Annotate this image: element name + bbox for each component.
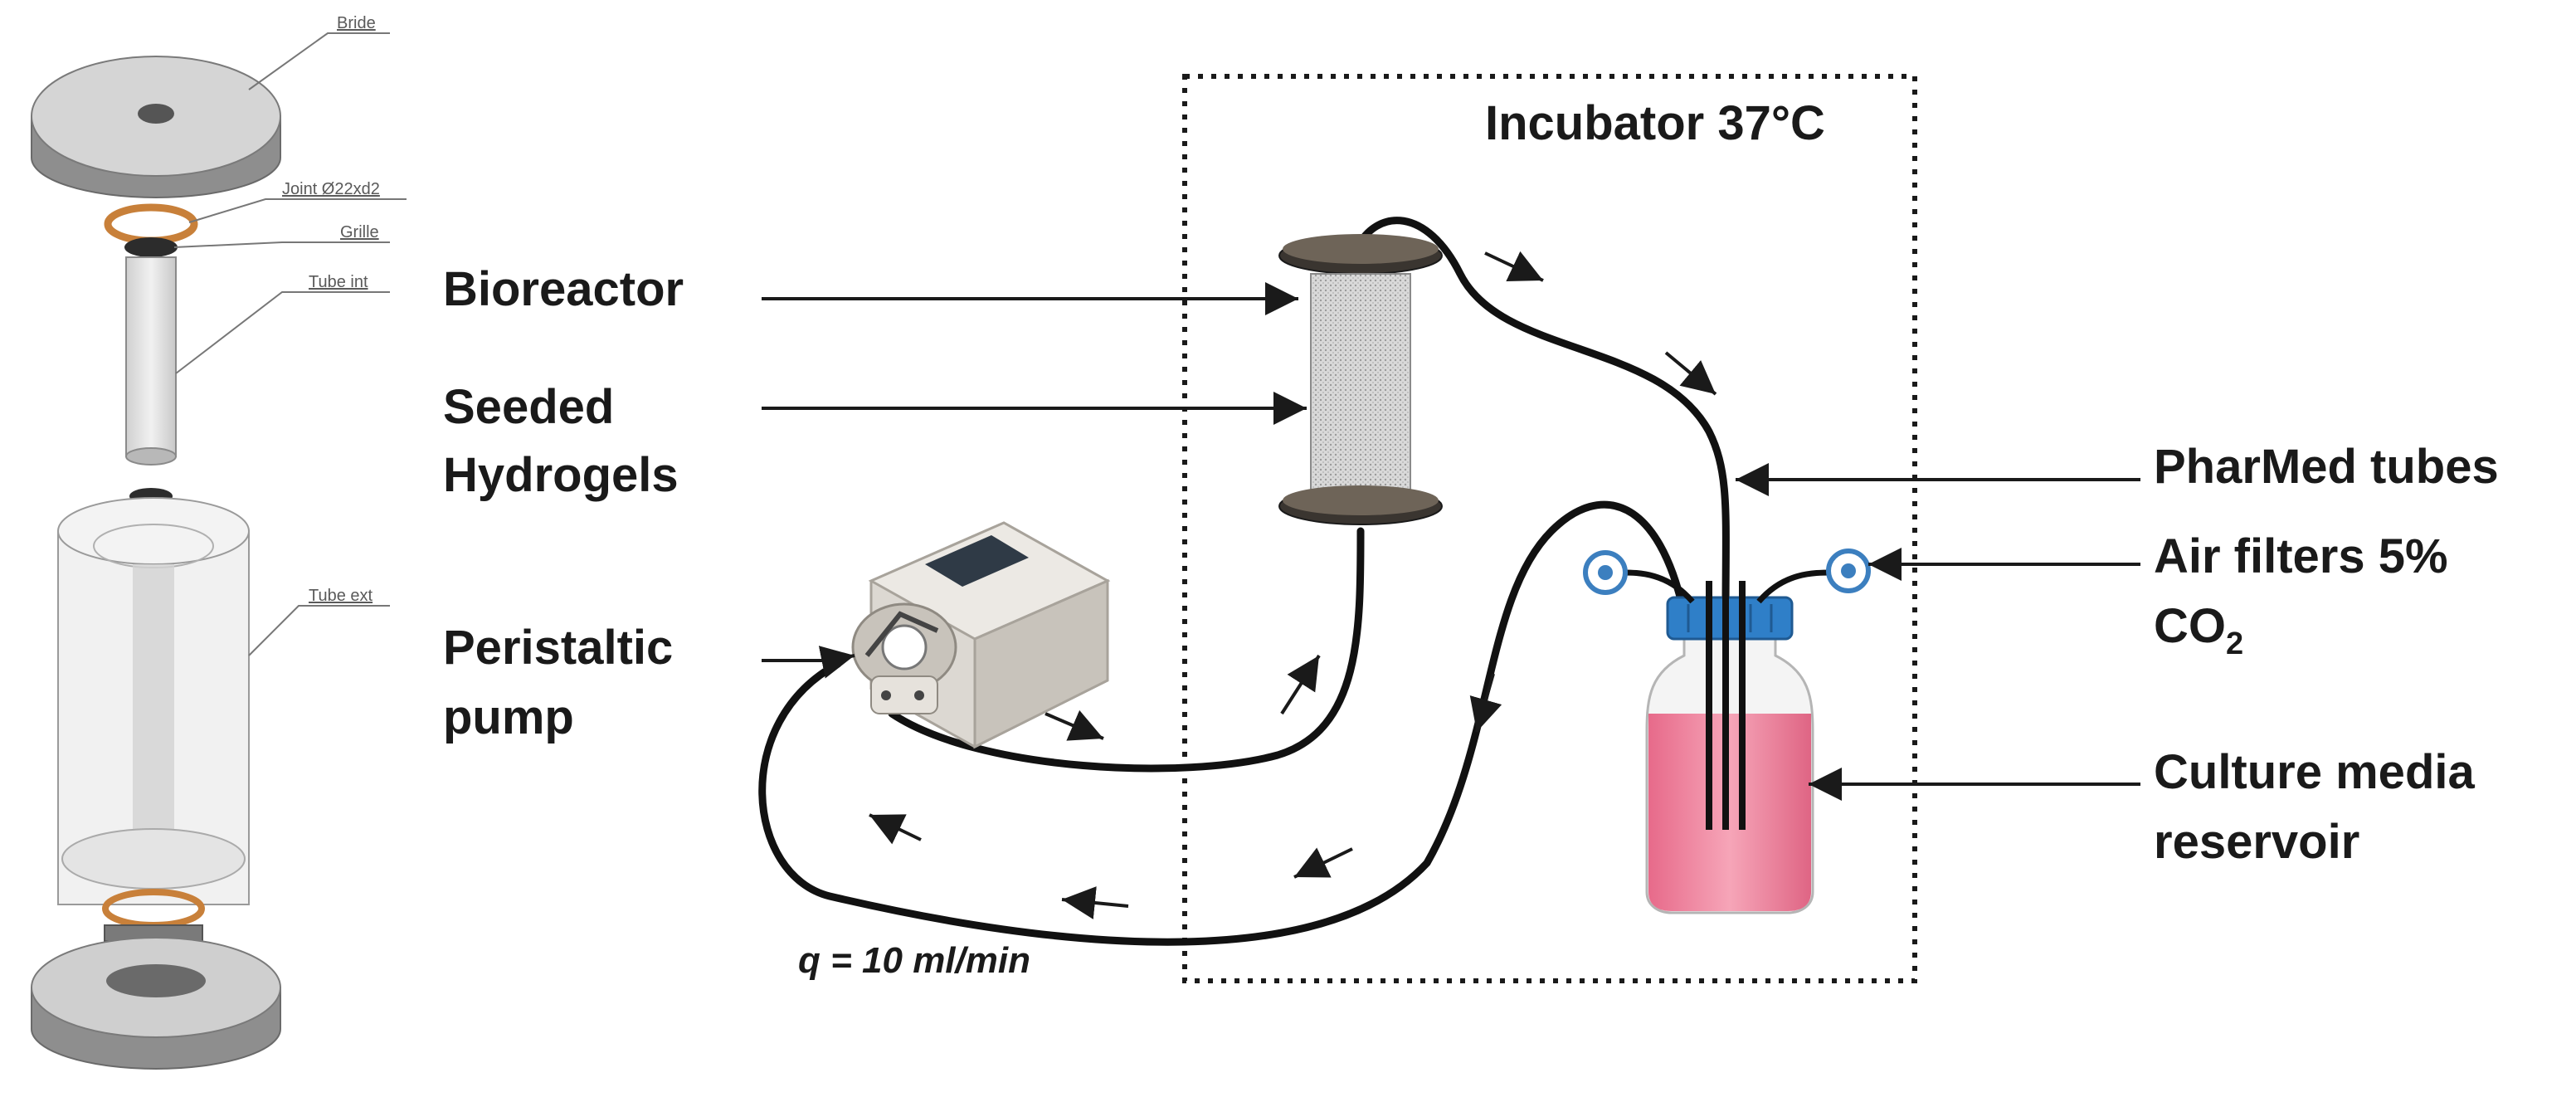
tube-int-leader — [175, 291, 390, 374]
pump-leader — [762, 646, 855, 679]
co-subscript: 2 — [2226, 627, 2243, 661]
exploded-view: Bride Joint Ø22xd2 Grille Tube int Tube … — [31, 14, 407, 1070]
label-leaders — [762, 282, 2140, 801]
joint-label: Joint Ø22xd2 — [282, 180, 380, 198]
flow-arrow-3 — [1469, 673, 1502, 733]
grille-label: Grille — [340, 223, 379, 241]
flow-arrow-6 — [869, 813, 922, 845]
flow-arrow-8 — [1280, 654, 1321, 715]
incubator-box — [1182, 74, 1917, 983]
flow-arrow-7 — [1045, 709, 1104, 741]
filters-label-line1: Air filters 5% — [2154, 529, 2448, 583]
flow-arrow-4 — [1293, 847, 1353, 879]
tube-pump-to-reactor — [888, 527, 1365, 773]
pump-screen — [925, 535, 1029, 587]
reservoir-label-line1: Culture media — [2154, 745, 2475, 799]
air-filters — [1583, 548, 1871, 604]
culture-media — [1648, 714, 1811, 911]
top-flange-part — [31, 56, 281, 198]
outer-tube-part — [57, 497, 250, 929]
seeded-label-line1: Seeded — [443, 380, 614, 434]
pump-label-line2: pump — [443, 690, 574, 744]
co-text: CO — [2154, 599, 2226, 653]
grille-part — [124, 237, 178, 257]
bottom-flange-part — [31, 924, 281, 1070]
bioreactor-label: Bioreactor — [443, 262, 684, 316]
culture-reservoir — [1645, 581, 1814, 914]
tube-reactor-to-reservoir — [1352, 217, 1730, 618]
pump-label-line1: Peristaltic — [443, 621, 673, 675]
bride-leader — [248, 32, 390, 90]
peristaltic-pump — [851, 521, 1111, 749]
incubator-label: Incubator 37°C — [1485, 96, 1825, 150]
bottle-cap — [1666, 596, 1794, 641]
tube-ext-leader — [248, 605, 390, 656]
flow-arrow-5 — [1061, 886, 1129, 919]
tube-ext-label: Tube ext — [309, 587, 373, 605]
part-leaders — [173, 32, 407, 656]
filters-label-line2: CO2 — [2154, 599, 2243, 661]
reservoir-label-line2: reservoir — [2154, 815, 2359, 869]
seeded-label-line2: Hydrogels — [443, 448, 679, 502]
bride-label: Bride — [337, 14, 376, 32]
flow-rate-label: q = 10 ml/min — [798, 940, 1030, 981]
air-filter-left — [1583, 550, 1628, 595]
tube-reservoir-to-pump — [758, 500, 1688, 946]
joint-leader — [188, 198, 407, 223]
flow-arrows — [869, 251, 1717, 919]
tubes-label: PharMed tubes — [2154, 440, 2499, 494]
grille-leader — [173, 241, 390, 248]
top-o-ring-part — [104, 203, 198, 245]
flow-arrow-2 — [1664, 351, 1717, 396]
hydrogel-column — [1310, 273, 1411, 490]
air-filter-right — [1826, 548, 1871, 593]
flow-arrow-1 — [1484, 251, 1544, 282]
tubing — [758, 217, 1730, 946]
inner-tube-part — [125, 256, 177, 466]
bioreactor — [1278, 234, 1443, 525]
tube-int-label: Tube int — [309, 273, 368, 291]
